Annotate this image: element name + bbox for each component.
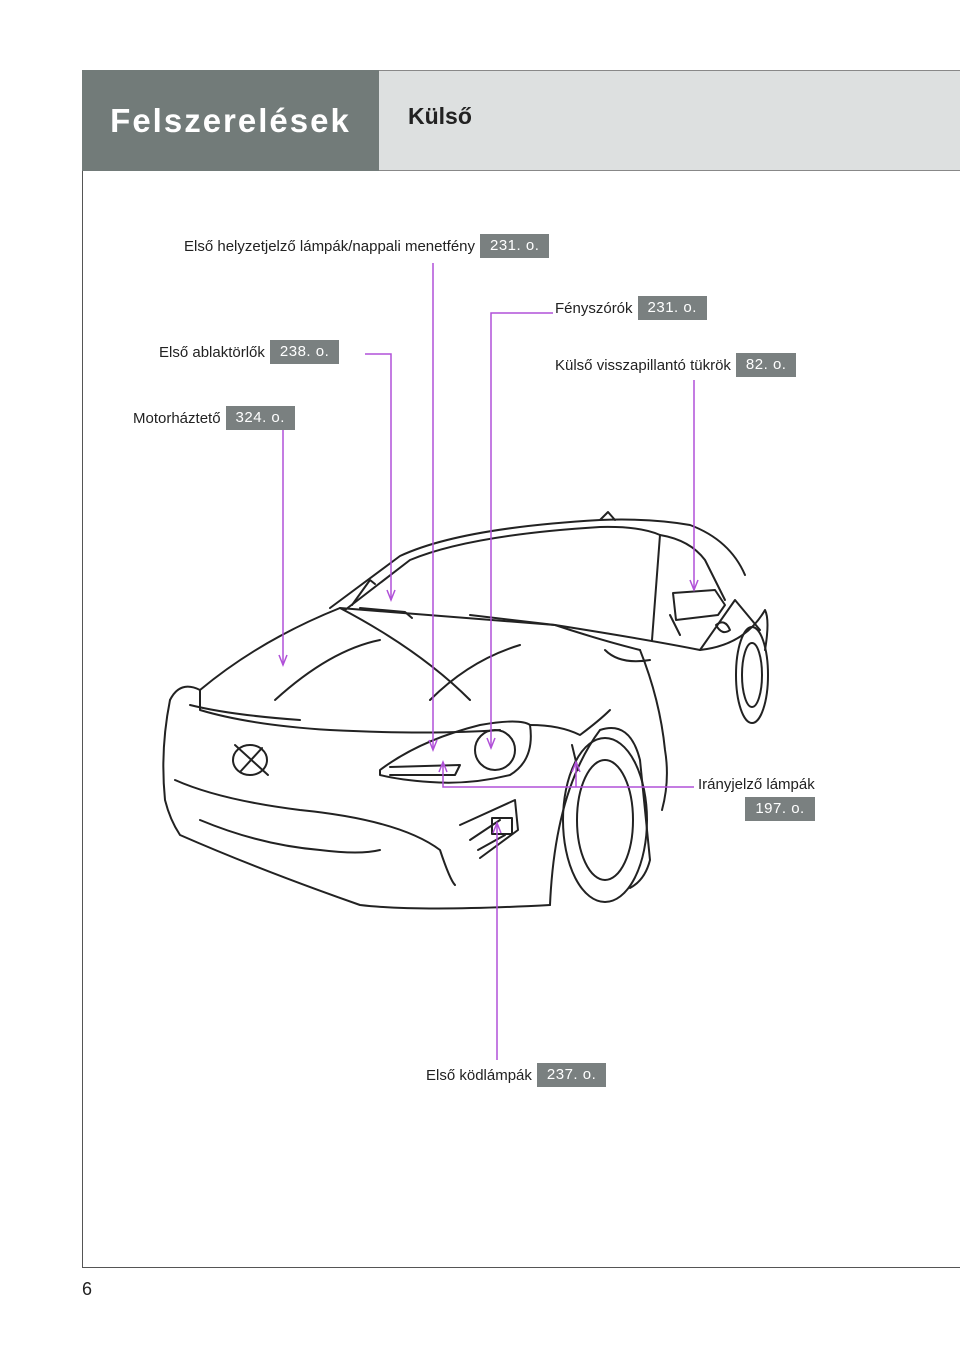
leader-lines [278, 263, 699, 1060]
car-outline [162, 511, 769, 910]
callout-headlights-page[interactable]: 231. o. [637, 296, 707, 320]
callout-turn-signals-page[interactable]: 197. o. [745, 797, 815, 821]
callout-hood: Motorháztető 324. o. [133, 406, 295, 430]
callout-mirrors-label: Külső visszapillantó tükrök [555, 356, 731, 374]
callout-drl-page[interactable]: 231. o. [480, 234, 550, 258]
callout-drl: Első helyzetjelző lámpák/nappali menetfé… [184, 234, 550, 258]
callout-wipers-page[interactable]: 238. o. [269, 340, 340, 364]
callout-headlights-label: Fényszórók [555, 299, 633, 317]
callout-turn-signals-label: Irányjelző lámpák [698, 776, 815, 793]
callout-headlights: Fényszórók 231. o. [555, 296, 707, 320]
section-header: Felszerelések [82, 70, 379, 171]
callout-wipers: Első ablaktörlők 238. o. [159, 340, 340, 364]
callout-drl-label: Első helyzetjelző lámpák/nappali menetfé… [184, 237, 475, 255]
callout-fog-lights-label: Első ködlámpák [426, 1066, 532, 1084]
callout-fog-lights-page[interactable]: 237. o. [536, 1063, 607, 1087]
callout-turn-signals: Irányjelző lámpák 197. o. [698, 776, 815, 821]
page-number: 6 [82, 1279, 93, 1299]
subsection-header: Külső [379, 70, 960, 171]
callout-fog-lights: Első ködlámpák 237. o. [426, 1063, 607, 1087]
section-title: Felszerelések [110, 101, 351, 139]
callout-wipers-label: Első ablaktörlők [159, 343, 265, 361]
subsection-title: Külső [408, 103, 472, 129]
callout-mirrors-page[interactable]: 82. o. [735, 353, 797, 377]
page-frame [82, 70, 960, 1268]
callout-hood-label: Motorháztető [133, 409, 221, 427]
callout-hood-page[interactable]: 324. o. [225, 406, 295, 430]
callout-mirrors: Külső visszapillantó tükrök 82. o. [555, 353, 797, 377]
